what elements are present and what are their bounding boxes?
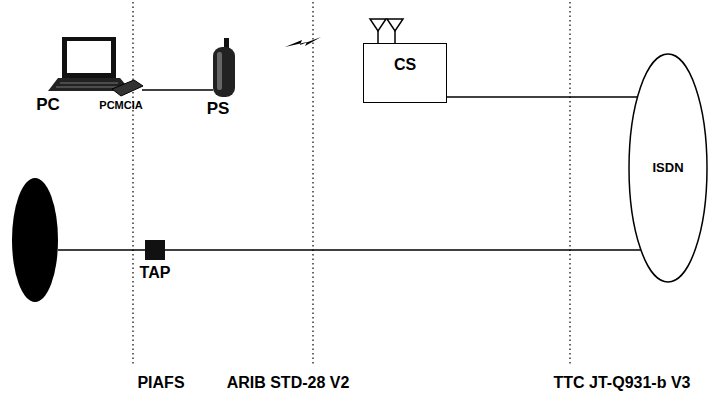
device-label: PC xyxy=(36,96,60,115)
boundary-line xyxy=(132,2,133,366)
ellipse-outline xyxy=(629,54,707,282)
node-label: ISDN xyxy=(652,161,683,175)
boundary-lines xyxy=(133,2,570,366)
standard-label: ARIB STD-28 V2 xyxy=(227,374,350,392)
antenna-element xyxy=(387,19,403,31)
laptop-keys xyxy=(56,87,122,88)
laptop-screen-frame xyxy=(62,37,116,78)
boundary-line xyxy=(312,2,313,366)
standard-label: TTC JT-Q931-b V3 xyxy=(554,374,691,392)
boundary-line xyxy=(569,2,570,366)
tap-square: TAP xyxy=(145,240,165,260)
network-ellipse: ISDN xyxy=(628,53,708,283)
laptop-pc xyxy=(48,37,131,91)
pcmcia-card xyxy=(112,80,143,96)
ps-handset xyxy=(213,38,235,97)
node-label: CS xyxy=(394,56,416,74)
terminal-line xyxy=(58,249,146,251)
card-label: PCMCIA xyxy=(99,99,142,111)
terminal-equipment xyxy=(12,178,58,302)
connector-line xyxy=(447,96,637,98)
radio-link-bolt xyxy=(285,37,321,47)
device-label: PS xyxy=(207,100,230,119)
handset-body xyxy=(213,47,235,97)
card-cable xyxy=(142,89,213,91)
laptop-keys xyxy=(60,83,118,84)
cs-antennas xyxy=(370,19,403,44)
laptop-screen xyxy=(67,41,111,73)
antenna-element xyxy=(370,19,386,31)
node-heading: TAP xyxy=(140,264,171,282)
connector-line xyxy=(165,249,641,251)
base-station-box: CS xyxy=(363,43,447,103)
handset-highlight xyxy=(217,52,222,90)
interface-label: PIAFS xyxy=(137,374,184,392)
